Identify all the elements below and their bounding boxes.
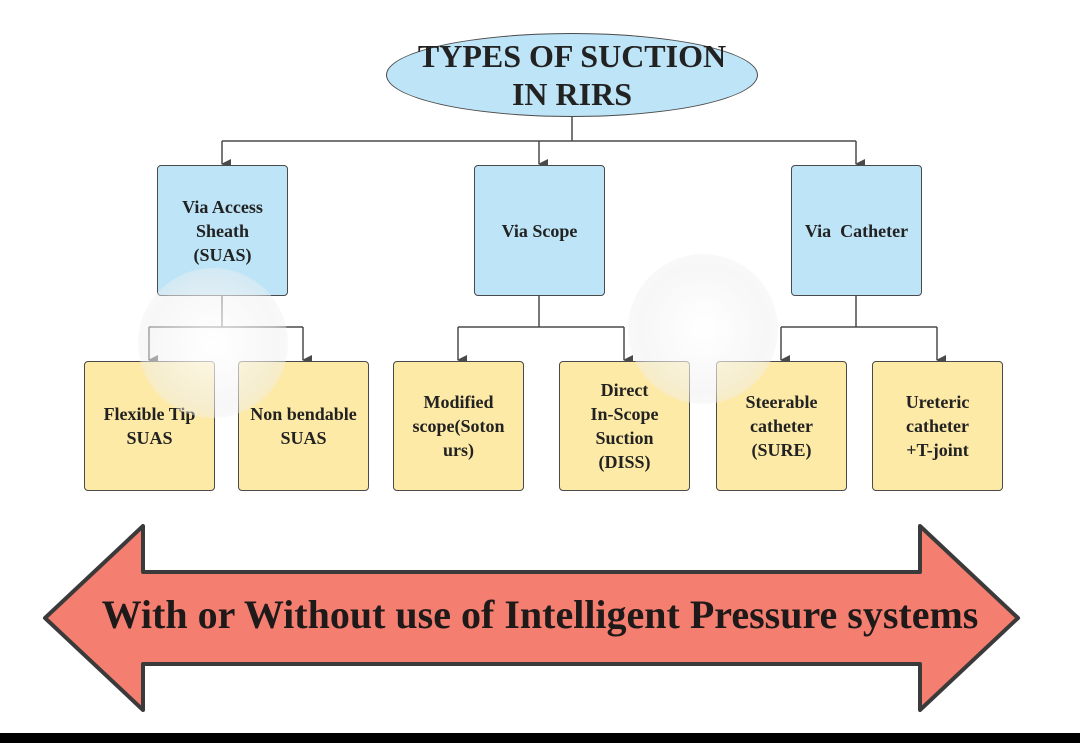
double-arrow-banner — [43, 524, 1020, 712]
watermark-logo — [628, 254, 778, 404]
leaf-ureteric-catheter: Ureteric catheter +T-joint — [872, 361, 1003, 491]
connector-catheter — [781, 296, 937, 328]
leaf-label-line: catheter — [750, 416, 813, 436]
leaf-modified-scope: Modified scope(Soton urs) — [393, 361, 524, 491]
leaf-label-line: SUAS — [280, 428, 327, 448]
watermark-logo — [138, 268, 288, 418]
leaf-label-line: catheter — [906, 416, 969, 436]
root-title-line-1: TYPES OF SUCTION — [417, 38, 727, 74]
connector-root-to-categories — [222, 117, 856, 142]
leaf-label-line: Flexible Tip — [103, 404, 196, 424]
leaf-label-line: +T-joint — [906, 440, 969, 460]
category-label-line: (SUAS) — [193, 244, 252, 265]
category-via-scope: Via Scope — [474, 165, 605, 296]
root-node-types-of-suction: TYPES OF SUCTION IN RIRS — [386, 33, 758, 117]
banner-text: With or Without use of Intelligent Press… — [101, 592, 979, 637]
category-label-line: Via Catheter — [804, 220, 909, 241]
bottom-border — [0, 733, 1080, 743]
leaf-label-line: Non bendable — [250, 404, 357, 424]
category-label-line: Sheath — [195, 220, 249, 241]
leaf-label-line: scope(Soton — [412, 416, 505, 436]
category-label-line: Via Access — [182, 196, 263, 217]
category-label-line: Via Scope — [501, 220, 578, 241]
root-title-line-2: IN RIRS — [511, 76, 632, 112]
leaf-label-line: Steerable — [745, 392, 818, 412]
leaf-label-line: Suction — [595, 428, 654, 448]
category-via-catheter: Via Catheter — [791, 165, 922, 296]
connector-scope — [458, 296, 624, 328]
leaf-label-line: Ureteric — [905, 392, 970, 412]
leaf-label-line: Modified — [423, 392, 494, 412]
leaf-label-line: (DISS) — [598, 452, 651, 472]
leaf-label-line: SUAS — [126, 428, 173, 448]
leaf-label-line: In-Scope — [590, 404, 659, 424]
leaf-label-line: urs) — [442, 440, 474, 460]
leaf-label-line: (SURE) — [751, 440, 812, 460]
leaf-label-line: Direct — [600, 380, 649, 400]
